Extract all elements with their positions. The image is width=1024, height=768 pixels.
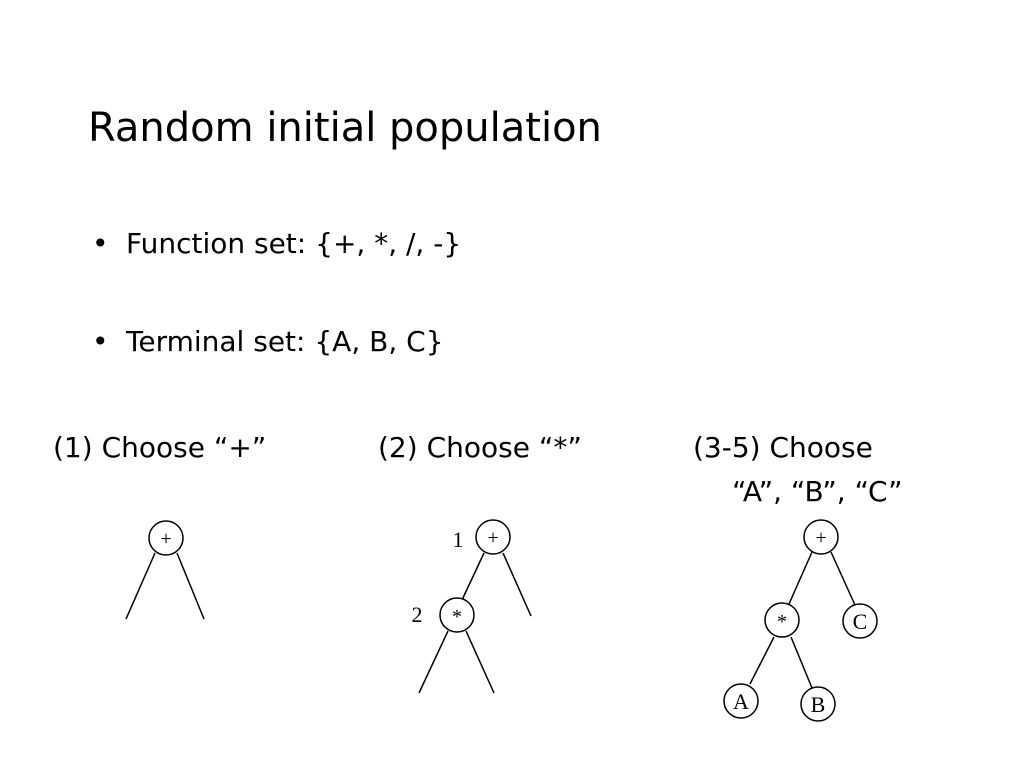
tree2-edge-child-right — [465, 630, 495, 694]
tree2-edge-root-right — [502, 552, 532, 617]
bullet-text: Function set: {+, *, /, -} — [126, 227, 462, 260]
tree2-edge-root-child — [461, 552, 485, 601]
step3-caption-line2: “A”, “B”, “C” — [732, 475, 903, 508]
tree3-b-label: B — [811, 692, 826, 717]
tree1-edge-right — [176, 552, 205, 620]
tree2-root-node — [475, 519, 511, 555]
tree3-edge-mul-a — [749, 636, 775, 685]
tree3-b-node — [800, 686, 836, 722]
tree3-mul-label: * — [777, 611, 787, 633]
tree3-c-node — [842, 603, 878, 639]
tree3-edge-root-mul — [788, 551, 813, 605]
tree3-a-node — [723, 683, 759, 719]
tree3-root-label: + — [815, 527, 826, 549]
tree1: + — [125, 520, 205, 620]
bullet-marker: • — [92, 325, 109, 358]
tree3-root-node — [803, 519, 839, 555]
tree3-mul-node — [764, 602, 800, 638]
bullet-text: Terminal set: {A, B, C} — [126, 325, 444, 358]
slide-title: Random initial population — [88, 105, 602, 151]
tree2-root-label: + — [487, 527, 498, 549]
tree2: + * 1 2 — [412, 519, 532, 694]
tree3-a-label: A — [733, 689, 749, 714]
bullet-marker: • — [92, 227, 109, 260]
tree2-order-label-2: 2 — [412, 602, 423, 627]
tree3-edge-mul-b — [790, 636, 813, 689]
bullet-terminal-set: • Terminal set: {A, B, C} — [92, 324, 444, 360]
tree3: + * C A B — [723, 519, 878, 722]
tree1-root-label: + — [160, 528, 171, 550]
step3-caption-line1: (3-5) Choose — [693, 431, 873, 464]
tree2-child-node — [439, 597, 475, 633]
tree2-edge-child-left — [418, 630, 449, 694]
tree2-order-label-1: 1 — [453, 527, 464, 552]
tree2-child-label: * — [452, 606, 462, 628]
step2-caption: (2) Choose “*” — [378, 431, 582, 464]
tree1-root-node — [148, 520, 184, 556]
step1-caption: (1) Choose “+” — [53, 431, 267, 464]
tree3-edge-root-c — [830, 551, 856, 606]
tree1-edge-left — [125, 552, 156, 620]
tree3-c-label: C — [853, 609, 868, 634]
bullet-function-set: • Function set: {+, *, /, -} — [92, 226, 461, 262]
